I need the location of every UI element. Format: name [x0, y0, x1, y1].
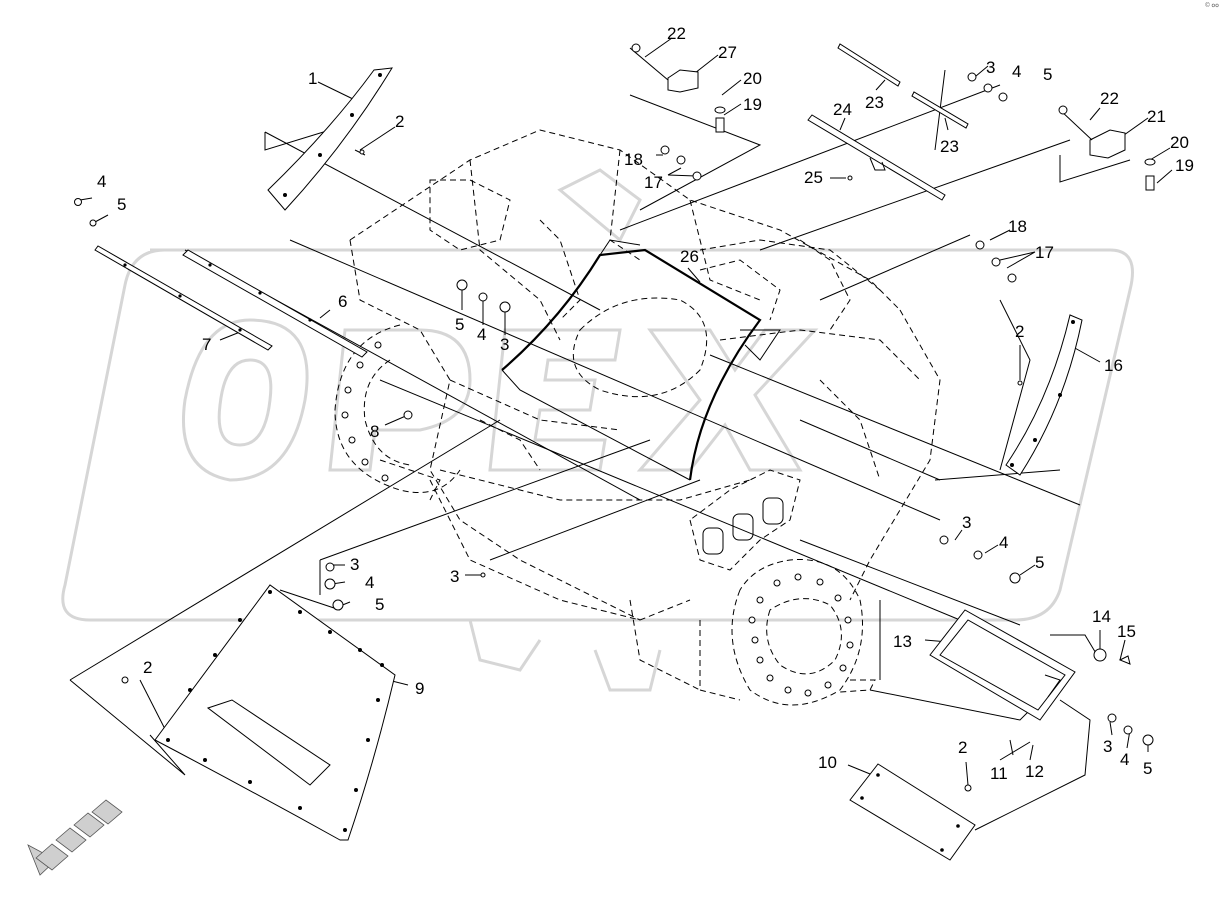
- label-7: 7: [202, 335, 211, 354]
- label-4: 4: [365, 573, 374, 592]
- label-23: 23: [940, 137, 959, 156]
- callout-labels: 1 2 2 2 2 3 3 3 3 3 3 4 4 4 4 4 4 5 5 5 …: [97, 24, 1194, 783]
- label-5: 5: [1043, 65, 1052, 84]
- label-19: 19: [1175, 156, 1194, 175]
- label-5: 5: [375, 595, 384, 614]
- label-19: 19: [743, 95, 762, 114]
- part-1-shield-strip: [267, 67, 393, 211]
- label-8: 8: [370, 422, 379, 441]
- label-16: 16: [1104, 356, 1123, 375]
- label-2: 2: [958, 738, 967, 757]
- part-24-cover-strip: [807, 114, 946, 201]
- part-16-shield-strip: [1005, 314, 1083, 476]
- corner-mark: © ໐໐: [1205, 3, 1219, 9]
- center-guard-26: [501, 239, 781, 481]
- part-6-bar: [182, 249, 368, 358]
- part-21-clamp: [1058, 105, 1156, 191]
- hub-bolt-holes: [341, 341, 854, 697]
- label-3: 3: [1103, 737, 1112, 756]
- label-24: 24: [833, 100, 852, 119]
- label-11: 11: [990, 764, 1008, 783]
- label-5: 5: [455, 315, 464, 334]
- label-4: 4: [97, 172, 106, 191]
- label-9: 9: [415, 679, 424, 698]
- label-18: 18: [624, 150, 643, 169]
- label-2: 2: [395, 112, 404, 131]
- label-4: 4: [477, 325, 486, 344]
- label-22: 22: [667, 24, 686, 43]
- label-5: 5: [1143, 759, 1152, 778]
- label-4: 4: [1012, 62, 1021, 81]
- label-26: 26: [680, 247, 699, 266]
- label-3: 3: [986, 58, 995, 77]
- label-3: 3: [962, 513, 971, 532]
- label-3: 3: [450, 567, 459, 586]
- label-2: 2: [1015, 322, 1024, 341]
- label-4: 4: [999, 533, 1008, 552]
- part-23-bracket-a: [837, 43, 901, 87]
- part-7-bar: [94, 245, 273, 351]
- label-1: 1: [308, 69, 317, 88]
- label-15: 15: [1117, 622, 1136, 641]
- label-10: 10: [818, 753, 837, 772]
- main-frame: [334, 129, 941, 706]
- label-12: 12: [1025, 762, 1044, 781]
- label-20: 20: [743, 69, 762, 88]
- label-18: 18: [1008, 217, 1027, 236]
- label-5: 5: [117, 195, 126, 214]
- fasteners: [74, 72, 1154, 792]
- part-23-bracket-b: [911, 91, 969, 129]
- label-17: 17: [1035, 243, 1054, 262]
- label-3: 3: [350, 555, 359, 574]
- label-21: 21: [1147, 107, 1166, 126]
- part-10-access-plate: [849, 763, 976, 861]
- label-25: 25: [804, 168, 823, 187]
- label-27: 27: [718, 43, 737, 62]
- label-17: 17: [644, 173, 663, 192]
- watermark-logo: [61, 168, 1134, 692]
- label-2: 2: [143, 658, 152, 677]
- label-14: 14: [1092, 607, 1111, 626]
- direction-arrow-icon: [27, 799, 123, 876]
- part-9-floor-plate: [154, 584, 396, 841]
- label-22: 22: [1100, 89, 1119, 108]
- label-13: 13: [893, 632, 912, 651]
- part-13-frame: [929, 609, 1131, 721]
- label-6: 6: [338, 292, 347, 311]
- label-4: 4: [1120, 750, 1129, 769]
- label-3: 3: [500, 335, 509, 354]
- part-27-clamp: [629, 43, 726, 133]
- label-5: 5: [1035, 553, 1044, 572]
- label-23: 23: [865, 93, 884, 112]
- label-20: 20: [1170, 133, 1189, 152]
